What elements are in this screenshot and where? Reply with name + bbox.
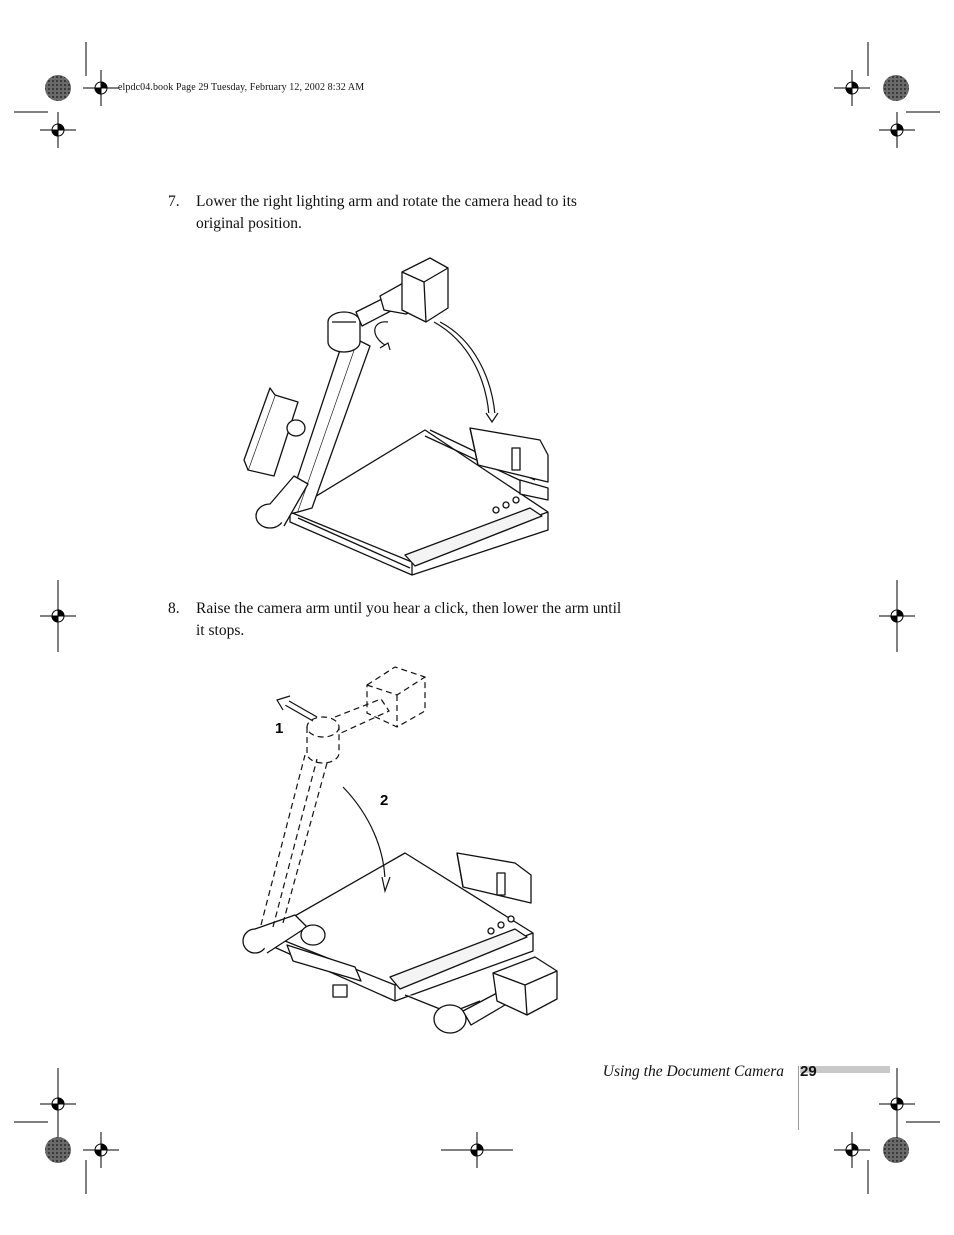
callout-2: 2: [380, 792, 388, 809]
crosshair-marks: [40, 70, 915, 1168]
step-number: 8.: [168, 600, 180, 617]
starburst-marks: [45, 75, 909, 1163]
step-number: 7.: [168, 193, 180, 210]
step-8: 8. Raise the camera arm until you hear a…: [168, 598, 628, 642]
page-slug: elpdc04.book Page 29 Tuesday, February 1…: [118, 82, 365, 93]
step-text: Raise the camera arm until you hear a cl…: [196, 600, 622, 639]
footer-section-title: Using the Document Camera: [602, 1063, 784, 1080]
footer-rule: [798, 1066, 799, 1130]
page-number: 29: [800, 1063, 817, 1080]
footer-bar: [800, 1066, 890, 1073]
callout-1: 1: [275, 720, 283, 737]
step-text: Lower the right lighting arm and rotate …: [196, 193, 577, 232]
camera-illustration-step-8: 1 2: [242, 666, 558, 1034]
camera-illustration-step-7: [243, 257, 549, 576]
step-7: 7. Lower the right lighting arm and rota…: [168, 191, 628, 235]
